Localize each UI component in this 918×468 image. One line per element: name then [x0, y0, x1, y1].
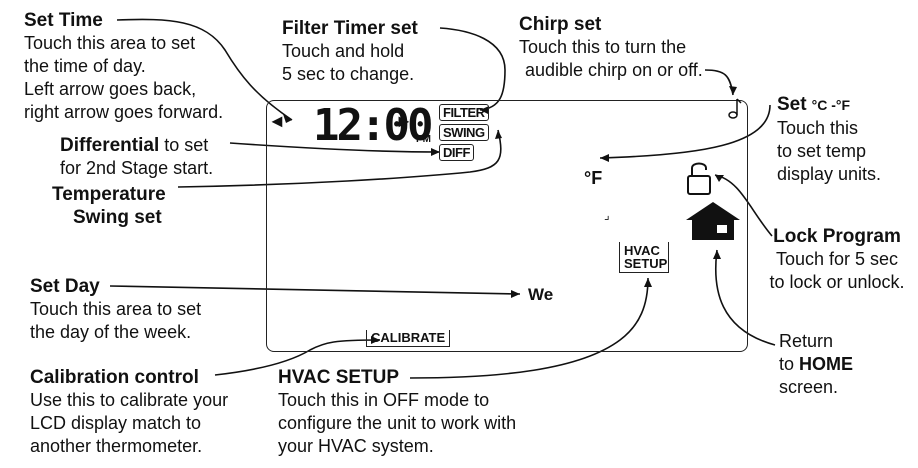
lock-program-label: Lock Program Touch for 5 sec to lock or … [761, 225, 913, 294]
chirp-line-2: audible chirp on or off. [525, 60, 703, 80]
return-home-label: Return to HOME screen. [779, 330, 853, 399]
return-home-bold: HOME [799, 354, 854, 374]
filter-timer-label: Filter Timer set Touch and hold 5 sec to… [282, 17, 418, 86]
calibrate-button[interactable]: CALIBRATE [366, 330, 451, 347]
set-units-label: Set °C -°F Touch this to set temp displa… [777, 93, 881, 186]
return-home-line-1: Return [779, 331, 834, 351]
temp-units-toggle[interactable]: °F [584, 168, 603, 188]
calibration-line-1: Use this to calibrate your [30, 390, 229, 410]
leader-filter [439, 27, 506, 111]
lock-program-title: Lock Program [773, 226, 901, 247]
return-home-line-3: screen. [779, 377, 839, 397]
filter-timer-title: Filter Timer set [282, 18, 418, 39]
music-note-icon[interactable] [728, 96, 742, 120]
filter-timer-line-2: 5 sec to change. [282, 64, 415, 84]
set-units-line-1: Touch this [777, 118, 859, 138]
hvac-setup-button[interactable]: HVAC SETUP [619, 242, 669, 273]
set-time-line-2: the time of day. [24, 56, 146, 76]
hvac-setup-label: HVAC SETUP Touch this in OFF mode to con… [278, 366, 516, 458]
calibration-label: Calibration control Use this to calibrat… [30, 366, 228, 458]
set-time-line-1: Touch this area to set [24, 33, 196, 53]
set-units-units: °C -°F [811, 97, 851, 113]
calibration-line-2: LCD display match to [30, 413, 202, 433]
hvac-setup-line-3: your HVAC system. [278, 436, 434, 456]
differential-label: Differential to set for 2nd Stage start. [60, 134, 213, 180]
hvac-line-1: HVAC [624, 243, 660, 258]
hvac-setup-line-2: configure the unit to work with [278, 413, 517, 433]
set-day-label: Set Day Touch this area to set the day o… [30, 275, 201, 344]
day-display[interactable]: We [528, 285, 554, 304]
set-day-title: Set Day [30, 276, 100, 297]
differential-title: Differential [60, 135, 160, 156]
return-home-prefix: to [779, 354, 800, 374]
set-time-label: Set Time Touch this area to set the time… [24, 9, 223, 124]
house-icon[interactable] [684, 200, 742, 242]
time-forward-arrow[interactable]: ► [395, 111, 413, 131]
temp-swing-line-2: Swing set [73, 207, 162, 228]
set-day-line-2: the day of the week. [30, 322, 192, 342]
lcd-tick-mark: ⌟ [604, 208, 610, 222]
time-display[interactable]: 12:00 [313, 100, 433, 151]
temp-swing-label: Temperature Swing set [52, 183, 166, 229]
set-time-line-4: right arrow goes forward. [24, 102, 224, 122]
lcd-screen [266, 100, 748, 352]
diff-button[interactable]: DIFF [439, 144, 474, 161]
chirp-line-1: Touch this to turn the [519, 37, 687, 57]
hvac-setup-line-1: Touch this in OFF mode to [278, 390, 490, 410]
set-units-line-2: to set temp [777, 141, 867, 161]
differential-line-2: for 2nd Stage start. [60, 158, 214, 178]
chirp-title: Chirp set [519, 14, 602, 35]
swing-button[interactable]: SWING [439, 124, 489, 141]
leader-chirp [704, 69, 734, 96]
hvac-line-2: SETUP [624, 256, 668, 271]
filter-timer-line-1: Touch and hold [282, 41, 405, 61]
set-day-line-1: Touch this area to set [30, 299, 202, 319]
set-time-title: Set Time [24, 10, 103, 31]
temp-swing-line-1: Temperature [52, 184, 166, 205]
time-back-arrow[interactable]: ◄ [268, 111, 286, 131]
set-units-title: Set [777, 94, 807, 115]
open-lock-icon[interactable] [686, 160, 712, 196]
calibration-line-3: another thermometer. [30, 436, 203, 456]
hvac-setup-title: HVAC SETUP [278, 367, 400, 388]
differential-suffix: to set [159, 135, 209, 155]
calibration-title: Calibration control [30, 367, 199, 388]
filter-button[interactable]: FILTER [439, 104, 489, 121]
lock-program-line-2: to lock or unlock. [769, 272, 905, 292]
chirp-label: Chirp set Touch this to turn the audible… [519, 13, 703, 82]
set-units-line-3: display units. [777, 164, 882, 184]
lock-program-line-1: Touch for 5 sec [775, 249, 899, 269]
pm-indicator: PM [416, 134, 431, 145]
set-time-line-3: Left arrow goes back, [24, 79, 197, 99]
